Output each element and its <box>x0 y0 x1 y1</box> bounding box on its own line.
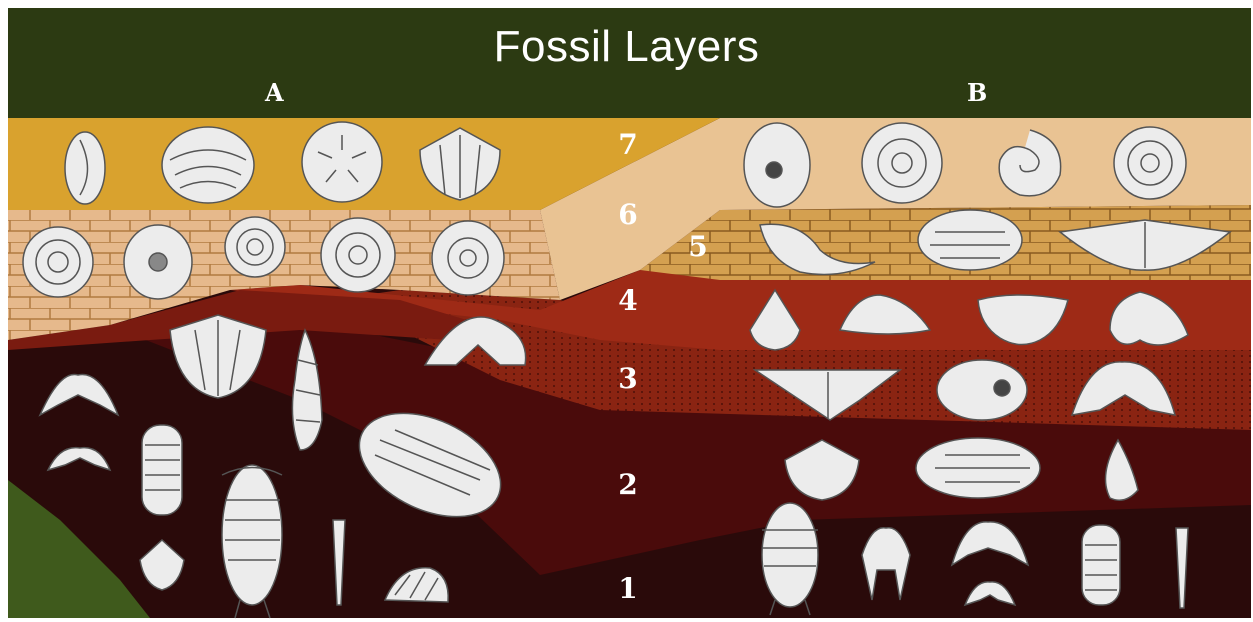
ammonite-icon <box>862 123 942 203</box>
ammonite-icon <box>432 221 504 295</box>
layer-number-4: 4 <box>613 284 643 317</box>
snail-shell-icon <box>65 132 105 204</box>
sand-dollar-icon <box>302 122 382 202</box>
snail-shell-icon <box>937 360 1027 420</box>
diagram-title: Fossil Layers <box>0 22 1253 72</box>
ammonite-icon <box>23 227 93 297</box>
ammonite-icon <box>124 225 192 299</box>
ammonite-icon <box>321 218 395 292</box>
ammonite-icon <box>225 217 285 277</box>
layer-number-5: 5 <box>683 230 713 263</box>
trilobite-icon <box>142 425 182 515</box>
layer-number-7: 7 <box>613 128 643 161</box>
shell-icon <box>744 123 810 207</box>
layer-number-6: 6 <box>613 198 643 231</box>
layer-number-2: 2 <box>613 468 643 501</box>
layer-number-3: 3 <box>613 362 643 395</box>
column-b-label: B <box>967 78 987 107</box>
layer-number-1: 1 <box>613 572 643 605</box>
column-a-label: A <box>265 78 284 107</box>
trilobite-icon <box>1082 525 1120 605</box>
clam-shell-icon <box>162 127 254 203</box>
trilobite-icon <box>916 438 1040 498</box>
ammonite-icon <box>1114 127 1186 199</box>
colonial-coral-icon <box>918 210 1022 270</box>
